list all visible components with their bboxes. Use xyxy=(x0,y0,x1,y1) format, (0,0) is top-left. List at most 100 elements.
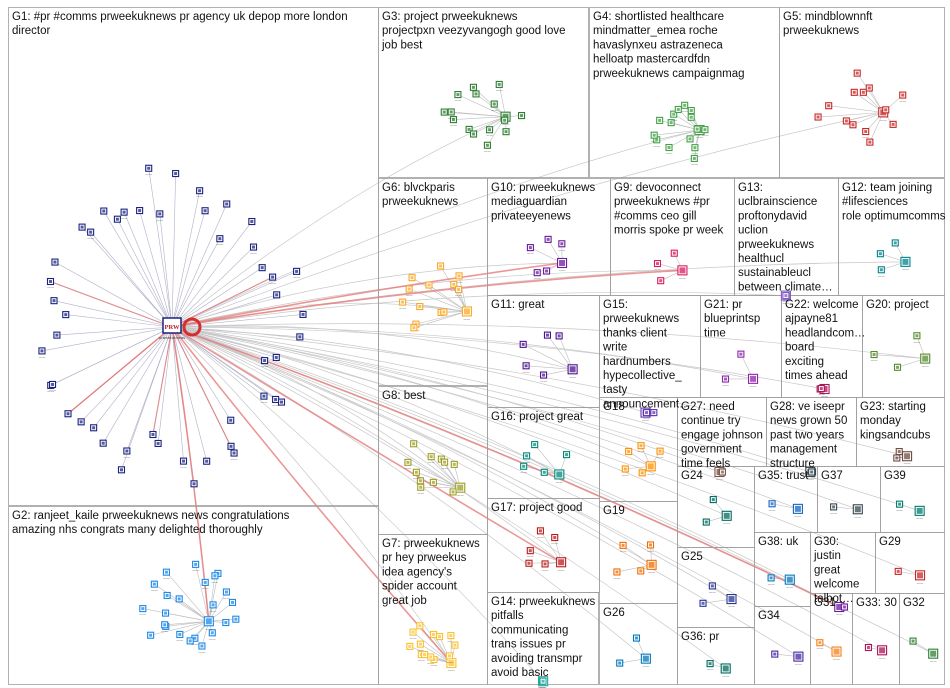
node-label: —— xyxy=(558,248,566,252)
edge-g1 xyxy=(103,210,173,328)
node-avatar-g37 xyxy=(832,505,836,509)
node-avatar-g34 xyxy=(795,653,802,660)
node-avatar-g1 xyxy=(48,280,52,284)
node-avatar-g37 xyxy=(854,506,861,513)
edge-hub-to-g36 xyxy=(171,326,726,669)
node-avatar-g2 xyxy=(213,574,217,578)
node-avatar-g24 xyxy=(723,512,730,519)
edge-g8 xyxy=(430,456,461,488)
node-avatar-g3 xyxy=(497,82,501,86)
node-label: —— xyxy=(428,461,436,465)
node-avatar-g26 xyxy=(642,655,649,662)
node-label: —— xyxy=(917,581,925,585)
edge-g1 xyxy=(171,238,221,328)
edge-reciprocal-g1 xyxy=(171,326,235,454)
group-label-g17: G17: project good xyxy=(491,502,582,514)
node-avatar-g3 xyxy=(471,85,475,89)
edge-g20 xyxy=(874,354,926,359)
node-label: —— xyxy=(447,640,455,644)
node-avatar-g10 xyxy=(545,269,549,273)
node-label: —— xyxy=(653,144,661,148)
hub-logo-text: PRW xyxy=(165,324,180,331)
group-label-g31: G31 xyxy=(814,597,836,609)
edge-reciprocal-g10 xyxy=(171,262,563,328)
edge-hub-to-g10 xyxy=(171,262,563,328)
node-label: —— xyxy=(902,267,910,271)
node-avatar-g26 xyxy=(618,661,622,665)
node-avatar-g4 xyxy=(689,115,693,119)
node-avatar-g1 xyxy=(125,449,129,453)
node-avatar-g6 xyxy=(452,282,456,286)
edge-g1 xyxy=(81,226,173,328)
node-avatar-g21 xyxy=(750,375,757,382)
node-avatar-g17 xyxy=(538,529,542,533)
node-avatar-g2 xyxy=(178,632,182,636)
group-box-g5 xyxy=(779,7,945,178)
self-loop-icon xyxy=(182,317,202,337)
edge-hub-to-g13 xyxy=(171,291,786,328)
node-avatar-g7 xyxy=(432,633,436,637)
node-avatar-g3 xyxy=(442,110,446,114)
node-avatar-g6 xyxy=(407,287,411,291)
node-avatar-g11 xyxy=(557,334,561,338)
node-avatar-g5 xyxy=(851,123,855,127)
edge-hub-to-g2 xyxy=(171,326,210,622)
node-avatar-g7 xyxy=(408,644,412,648)
node-label: —— xyxy=(782,300,790,304)
node-avatar-g1 xyxy=(295,269,299,273)
node-avatar-g18 xyxy=(627,449,631,453)
node-avatar-g1 xyxy=(151,433,155,437)
group-label-g1: G1: #pr #comms prweekuknews pr agency uk… xyxy=(12,11,348,37)
node-label: —— xyxy=(269,281,277,285)
node-label: —— xyxy=(670,118,678,122)
node-avatar-g19 xyxy=(615,570,619,574)
node-avatar-g5 xyxy=(827,104,831,108)
edge-g2 xyxy=(164,620,209,626)
node-avatar-g39 xyxy=(916,507,923,514)
node-label: —— xyxy=(202,586,210,590)
node-avatar-g8 xyxy=(419,485,423,489)
node-label: —— xyxy=(448,116,456,120)
edge-hub-to-g17 xyxy=(171,326,562,563)
edge-hub-to-g22 xyxy=(171,326,825,390)
node-label: —— xyxy=(879,656,887,660)
node-label: —— xyxy=(417,491,425,495)
node-label: —— xyxy=(49,388,57,392)
node-avatar-g10 xyxy=(535,271,539,275)
node-avatar-g36 xyxy=(722,665,729,672)
edge-hub-to-g31 xyxy=(171,326,837,652)
node-label: —— xyxy=(448,669,456,673)
node-avatar-g25 xyxy=(728,596,735,603)
node-avatar-g4 xyxy=(703,128,707,132)
node-label: —— xyxy=(647,549,655,553)
node-avatar-g2 xyxy=(210,631,214,635)
node-avatar-g6 xyxy=(463,308,470,315)
node-label: —— xyxy=(666,152,674,156)
edge-g1 xyxy=(171,326,231,421)
node-avatar-g5 xyxy=(816,115,820,119)
node-label: —— xyxy=(642,418,650,422)
group-label-g18: G18 xyxy=(603,401,625,413)
node-label: —— xyxy=(916,516,924,520)
node-label: —— xyxy=(441,466,449,470)
node-avatar-g8 xyxy=(412,442,416,446)
node-avatar-g18 xyxy=(658,449,662,453)
node-avatar-g1 xyxy=(252,245,256,249)
node-avatar-g2 xyxy=(200,644,204,648)
group-label-g19: G19 xyxy=(603,505,625,517)
node-avatar-g6 xyxy=(427,283,431,287)
node-label: —— xyxy=(272,403,280,407)
node-avatar-g6 xyxy=(439,264,443,268)
node-label: —— xyxy=(862,136,870,140)
group-box-g38 xyxy=(754,532,811,607)
edge-reciprocal-g1 xyxy=(50,280,173,328)
node-avatar-g8 xyxy=(457,484,464,491)
node-avatar-g14 xyxy=(541,679,545,683)
group-label-g16: G16: project great xyxy=(491,411,584,423)
